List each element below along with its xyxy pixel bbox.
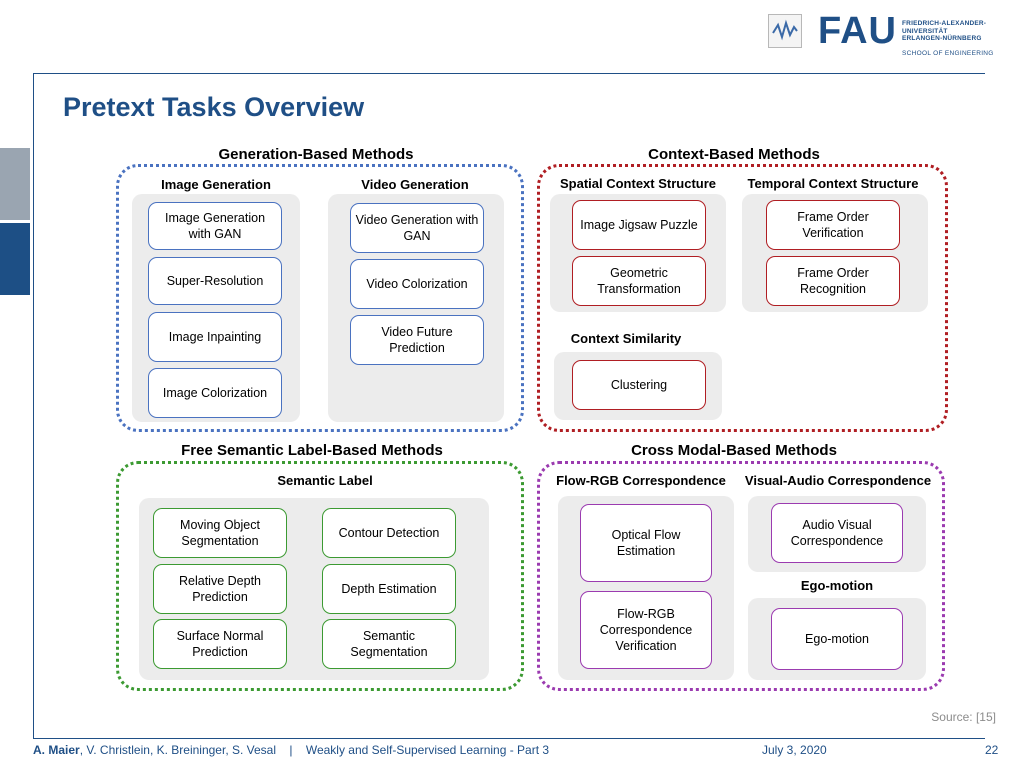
image-generation-gan-box: Image Generation with GAN (148, 202, 282, 250)
university-name: FRIEDRICH-ALEXANDER- UNIVERSITÄT ERLANGE… (902, 20, 986, 43)
image-colorization-box: Image Colorization (148, 368, 282, 418)
footer-author-main: A. Maier (33, 743, 80, 757)
university-name-line: ERLANGEN-NÜRNBERG (902, 35, 982, 42)
frame-top-line (33, 73, 985, 74)
side-accent-blue (0, 223, 30, 295)
video-generation-title: Video Generation (361, 177, 469, 192)
footer: A. Maier, V. Christlein, K. Breininger, … (33, 743, 1005, 759)
semantic-segmentation-box: Semantic Segmentation (322, 619, 456, 669)
fau-logo: FAU (818, 10, 897, 52)
super-resolution-box: Super-Resolution (148, 257, 282, 305)
footer-course: Weakly and Self-Supervised Learning - Pa… (305, 743, 550, 757)
footer-separator: | (289, 743, 293, 757)
surface-normal-prediction-box: Surface Normal Prediction (153, 619, 287, 669)
audio-visual-correspondence-box: Audio Visual Correspondence (771, 503, 903, 563)
visual-audio-title: Visual-Audio Correspondence (738, 473, 938, 488)
flow-rgb-verification-box: Flow-RGB Correspondence Verification (580, 591, 712, 669)
clustering-box: Clustering (572, 360, 706, 410)
video-generation-gan-box: Video Generation with GAN (350, 203, 484, 253)
footer-date: July 3, 2020 (762, 743, 827, 757)
source-citation: Source: [15] (931, 710, 996, 724)
slide-title: Pretext Tasks Overview (63, 92, 365, 122)
institute-logo-icon (768, 14, 802, 48)
image-generation-title: Image Generation (161, 177, 271, 192)
frame-bottom-line (33, 738, 985, 739)
image-inpainting-box: Image Inpainting (148, 312, 282, 362)
image-jigsaw-box: Image Jigsaw Puzzle (572, 200, 706, 250)
contour-detection-box: Contour Detection (322, 508, 456, 558)
ego-motion-box: Ego-motion (771, 608, 903, 670)
semantic-label-title: Semantic Label (277, 473, 373, 488)
side-accent-gray (0, 148, 30, 220)
generation-section-title: Generation-Based Methods (116, 146, 516, 163)
video-colorization-box: Video Colorization (350, 259, 484, 309)
frame-order-recognition-box: Frame Order Recognition (766, 256, 900, 306)
context-section-title: Context-Based Methods (537, 146, 931, 163)
optical-flow-estimation-box: Optical Flow Estimation (580, 504, 712, 582)
semantic-section-title: Free Semantic Label-Based Methods (116, 442, 508, 459)
relative-depth-prediction-box: Relative Depth Prediction (153, 564, 287, 614)
context-section (537, 164, 948, 432)
depth-estimation-box: Depth Estimation (322, 564, 456, 614)
frame-left-line (33, 73, 34, 738)
university-name-line: FRIEDRICH-ALEXANDER- (902, 20, 987, 27)
context-similarity-title: Context Similarity (570, 331, 682, 346)
moving-object-segmentation-box: Moving Object Segmentation (153, 508, 287, 558)
footer-page-number: 22 (985, 743, 999, 757)
ego-motion-title: Ego-motion (800, 578, 874, 593)
video-future-prediction-box: Video Future Prediction (350, 315, 484, 365)
generation-section (116, 164, 524, 432)
crossmodal-section-title: Cross Modal-Based Methods (537, 442, 931, 459)
spatial-context-title: Spatial Context Structure (559, 176, 717, 191)
school-name: SCHOOL OF ENGINEERING (902, 50, 994, 57)
flow-rgb-title: Flow-RGB Correspondence (546, 473, 736, 488)
frame-order-verification-box: Frame Order Verification (766, 200, 900, 250)
temporal-context-title: Temporal Context Structure (747, 176, 919, 191)
crossmodal-section (537, 461, 945, 691)
footer-authors: , V. Christlein, K. Breininger, S. Vesal (79, 743, 277, 757)
geometric-transformation-box: Geometric Transformation (572, 256, 706, 306)
semantic-section (116, 461, 524, 691)
university-name-line: UNIVERSITÄT (902, 27, 948, 35)
